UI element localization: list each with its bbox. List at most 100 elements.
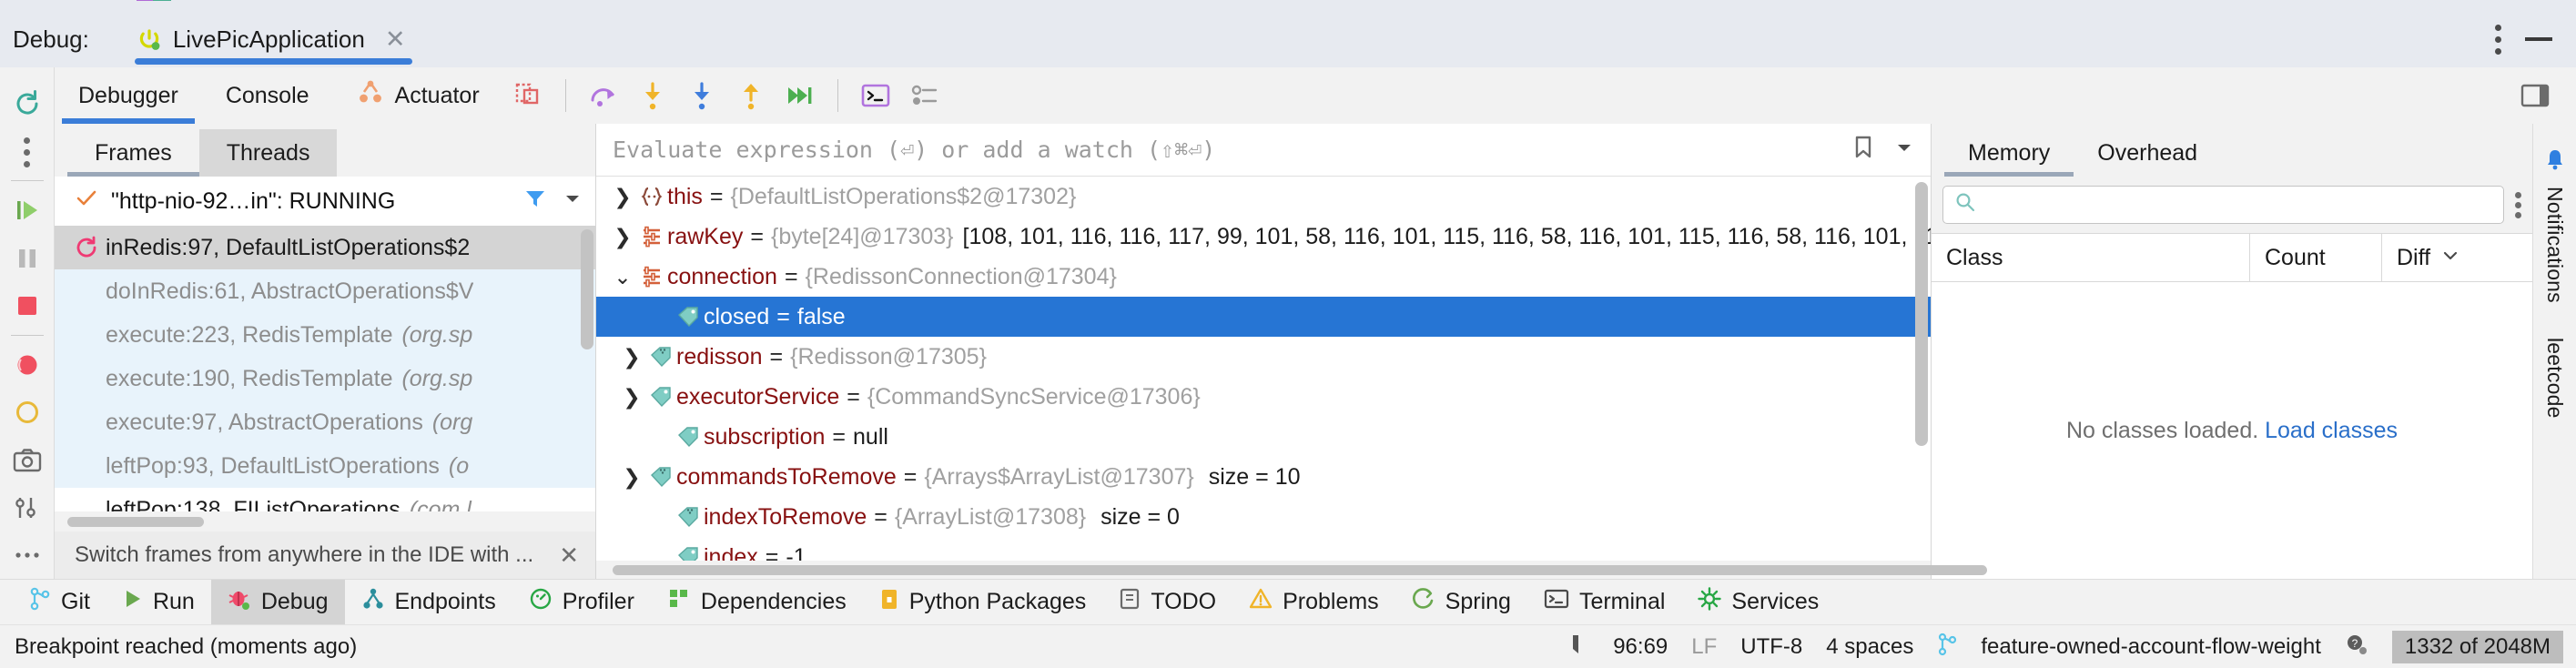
current-frame-icon xyxy=(75,236,106,259)
column-header-diff[interactable]: Diff xyxy=(2382,245,2532,271)
force-step-into-icon[interactable] xyxy=(677,71,726,120)
memory-indicator[interactable]: 1332 of 2048M xyxy=(2391,631,2563,663)
step-into-icon[interactable] xyxy=(628,71,677,120)
more-vertical-icon[interactable] xyxy=(2495,24,2501,55)
bottom-item-debug[interactable]: Debug xyxy=(210,579,345,625)
frames-horizontal-scrollbar[interactable] xyxy=(55,511,595,531)
branch-icon[interactable] xyxy=(1937,633,1957,663)
restore-layout-icon[interactable] xyxy=(2510,71,2560,120)
view-breakpoints-icon[interactable] xyxy=(0,341,55,389)
vcs-icon[interactable] xyxy=(1569,633,1589,663)
bookmark-icon[interactable] xyxy=(1852,136,1874,165)
chevron-right-icon[interactable]: ❯ xyxy=(623,464,641,489)
chevron-right-icon[interactable]: ❯ xyxy=(623,384,641,409)
file-encoding[interactable]: UTF-8 xyxy=(1740,634,1803,659)
tab-threads[interactable]: Threads xyxy=(198,129,338,177)
bottom-item-services[interactable]: Services xyxy=(1681,580,1835,625)
bottom-item-python-packages[interactable]: Python Packages xyxy=(863,580,1103,625)
variable-row[interactable]: closed = false xyxy=(596,297,1931,337)
variable-row[interactable]: ❯ executorService = {CommandSyncService@… xyxy=(596,377,1931,417)
bottom-item-endpoints[interactable]: Endpoints xyxy=(345,580,512,625)
branch-name[interactable]: feature-owned-account-flow-weight xyxy=(1981,634,2321,659)
bottom-item-todo[interactable]: TODO xyxy=(1102,580,1232,625)
variable-row[interactable]: index = -1 xyxy=(596,537,1931,561)
step-over-icon[interactable] xyxy=(579,71,628,120)
notifications-label[interactable]: Notifications xyxy=(2543,187,2567,303)
inspection-icon[interactable]: ? xyxy=(2345,633,2368,663)
camera-icon[interactable] xyxy=(0,436,55,483)
variable-row[interactable]: ❯ redisson = {Redisson@17305} xyxy=(596,337,1931,377)
bottom-item-git[interactable]: Git xyxy=(13,580,106,625)
variables-vertical-scrollbar[interactable] xyxy=(1915,182,1928,446)
load-classes-link[interactable]: Load classes xyxy=(2265,417,2399,443)
pause-icon[interactable] xyxy=(0,235,55,282)
mute-breakpoints-icon[interactable] xyxy=(0,389,55,436)
tab-actuator[interactable]: Actuator xyxy=(333,67,503,124)
variables-horizontal-scrollbar[interactable] xyxy=(596,561,1987,579)
tab-memory[interactable]: Memory xyxy=(1944,129,2074,177)
line-separator[interactable]: LF xyxy=(1691,634,1718,659)
column-header-count[interactable]: Count xyxy=(2250,234,2382,281)
more-vertical-icon[interactable] xyxy=(0,127,55,175)
ellipsis-icon[interactable] xyxy=(0,531,55,579)
frame-row[interactable]: leftPop:138, FIListOperations (com.l xyxy=(55,488,595,511)
filter-icon[interactable] xyxy=(524,187,546,216)
chevron-down-icon[interactable] xyxy=(563,188,583,215)
run-to-cursor-icon[interactable] xyxy=(776,71,825,120)
frame-row[interactable]: execute:223, RedisTemplate (org.sp xyxy=(55,313,595,357)
chevron-right-icon[interactable]: ❯ xyxy=(614,184,632,208)
show-options-icon[interactable] xyxy=(900,71,949,120)
chevron-right-icon[interactable]: ❯ xyxy=(614,224,632,248)
rerun-icon[interactable] xyxy=(0,80,55,127)
close-icon[interactable]: ✕ xyxy=(384,25,406,53)
thread-selector[interactable]: "http-nio-92…in": RUNNING xyxy=(55,177,595,226)
minimize-icon[interactable] xyxy=(2525,37,2552,41)
scrollbar-thumb[interactable] xyxy=(613,565,1987,575)
bottom-item-problems[interactable]: Problems xyxy=(1232,580,1395,625)
bottom-item-dependencies[interactable]: Dependencies xyxy=(651,580,863,625)
settings-vertical-icon[interactable] xyxy=(0,484,55,531)
chevron-right-icon[interactable]: ❯ xyxy=(623,344,641,369)
tab-debugger[interactable]: Debugger xyxy=(55,67,202,124)
step-out-icon[interactable] xyxy=(726,71,776,120)
frame-row[interactable]: inRedis:97, DefaultListOperations$2 xyxy=(55,226,595,269)
layout-settings-icon[interactable] xyxy=(503,71,553,120)
chevron-down-icon[interactable]: ⌄ xyxy=(614,264,632,288)
variable-row[interactable]: ❯ rawKey xyxy=(596,217,1931,257)
variable-row[interactable]: ❯ commandsToRemove = {Arrays$ArrayLis xyxy=(596,457,1931,497)
evaluate-expression-field[interactable]: Evaluate expression (⏎) or add a watch (… xyxy=(596,124,1931,177)
stop-icon[interactable] xyxy=(0,282,55,329)
close-icon[interactable]: ✕ xyxy=(559,541,579,569)
variables-tree[interactable]: ❯ this = {DefaultListOperations$2@173 xyxy=(596,177,1931,561)
tab-overhead[interactable]: Overhead xyxy=(2074,129,2221,177)
bottom-item-terminal[interactable]: Terminal xyxy=(1527,580,1681,625)
bottom-item-profiler[interactable]: Profiler xyxy=(512,580,651,625)
frame-row[interactable]: execute:97, AbstractOperations (org xyxy=(55,400,595,444)
bottom-item-run[interactable]: Run xyxy=(106,580,211,625)
leetcode-label[interactable]: leetcode xyxy=(2543,337,2567,419)
frame-row[interactable]: doInRedis:61, AbstractOperations$V xyxy=(55,269,595,313)
caret-position[interactable]: 96:69 xyxy=(1613,634,1668,659)
chevron-down-icon[interactable] xyxy=(1894,137,1914,163)
frames-vertical-scrollbar[interactable] xyxy=(581,229,593,349)
resume-icon[interactable] xyxy=(0,187,55,234)
bottom-item-spring[interactable]: Spring xyxy=(1395,580,1527,625)
frame-row[interactable]: leftPop:93, DefaultListOperations (o xyxy=(55,444,595,488)
variable-row[interactable]: indexToRemove = {ArrayList@17308} size =… xyxy=(596,497,1931,537)
variable-row[interactable]: ❯ this = {DefaultListOperations$2@173 xyxy=(596,177,1931,217)
frames-list[interactable]: inRedis:97, DefaultListOperations$2 doIn… xyxy=(55,226,595,511)
tab-console[interactable]: Console xyxy=(202,67,333,124)
bell-icon[interactable] xyxy=(2543,147,2567,177)
tab-frames[interactable]: Frames xyxy=(67,129,199,177)
variable-row[interactable]: subscription = null xyxy=(596,417,1931,457)
scrollbar-thumb[interactable] xyxy=(67,517,204,527)
run-configuration-tab[interactable]: LivePicApplication ✕ xyxy=(129,11,419,67)
frame-row[interactable]: execute:190, RedisTemplate (org.sp xyxy=(55,357,595,400)
more-vertical-icon[interactable] xyxy=(2515,192,2521,218)
array-icon xyxy=(636,225,667,248)
indent-setting[interactable]: 4 spaces xyxy=(1826,634,1914,659)
memory-search-input[interactable] xyxy=(1942,186,2504,224)
evaluate-expression-icon[interactable] xyxy=(851,71,900,120)
column-header-class[interactable]: Class xyxy=(1932,234,2250,281)
variable-row[interactable]: ⌄ connec xyxy=(596,257,1931,297)
